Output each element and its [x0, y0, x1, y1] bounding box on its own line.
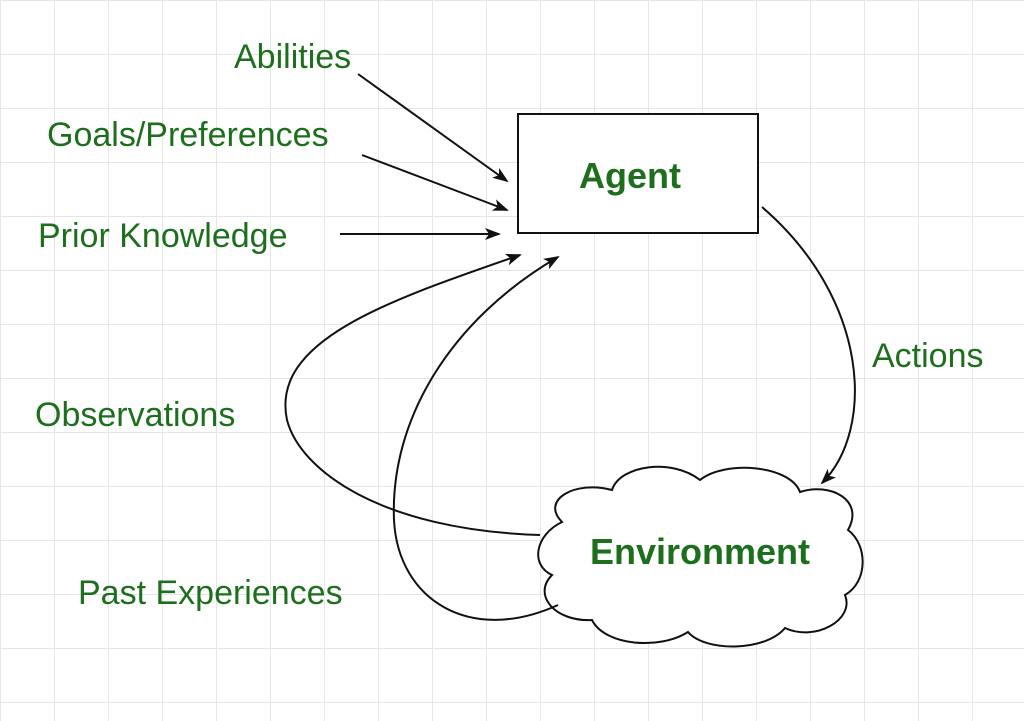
environment-cloud[interactable]: [537, 465, 864, 648]
prior-knowledge-label: Prior Knowledge: [38, 217, 287, 255]
actions-arrow: [761, 206, 856, 485]
past-experiences-label: Past Experiences: [78, 574, 343, 612]
actions-label: Actions: [872, 337, 984, 375]
observations-label: Observations: [35, 396, 235, 434]
agent-label: Agent: [579, 155, 681, 196]
goals-preferences-label: Goals/Preferences: [47, 116, 329, 154]
abilities-label: Abilities: [234, 38, 351, 76]
goals-arrow: [361, 154, 509, 211]
observations-arrow: [284, 253, 541, 536]
abilities-arrow: [357, 73, 509, 183]
agent-box[interactable]: [517, 113, 759, 234]
past-experiences-arrow: [392, 255, 560, 621]
environment-label: Environment: [590, 531, 810, 572]
